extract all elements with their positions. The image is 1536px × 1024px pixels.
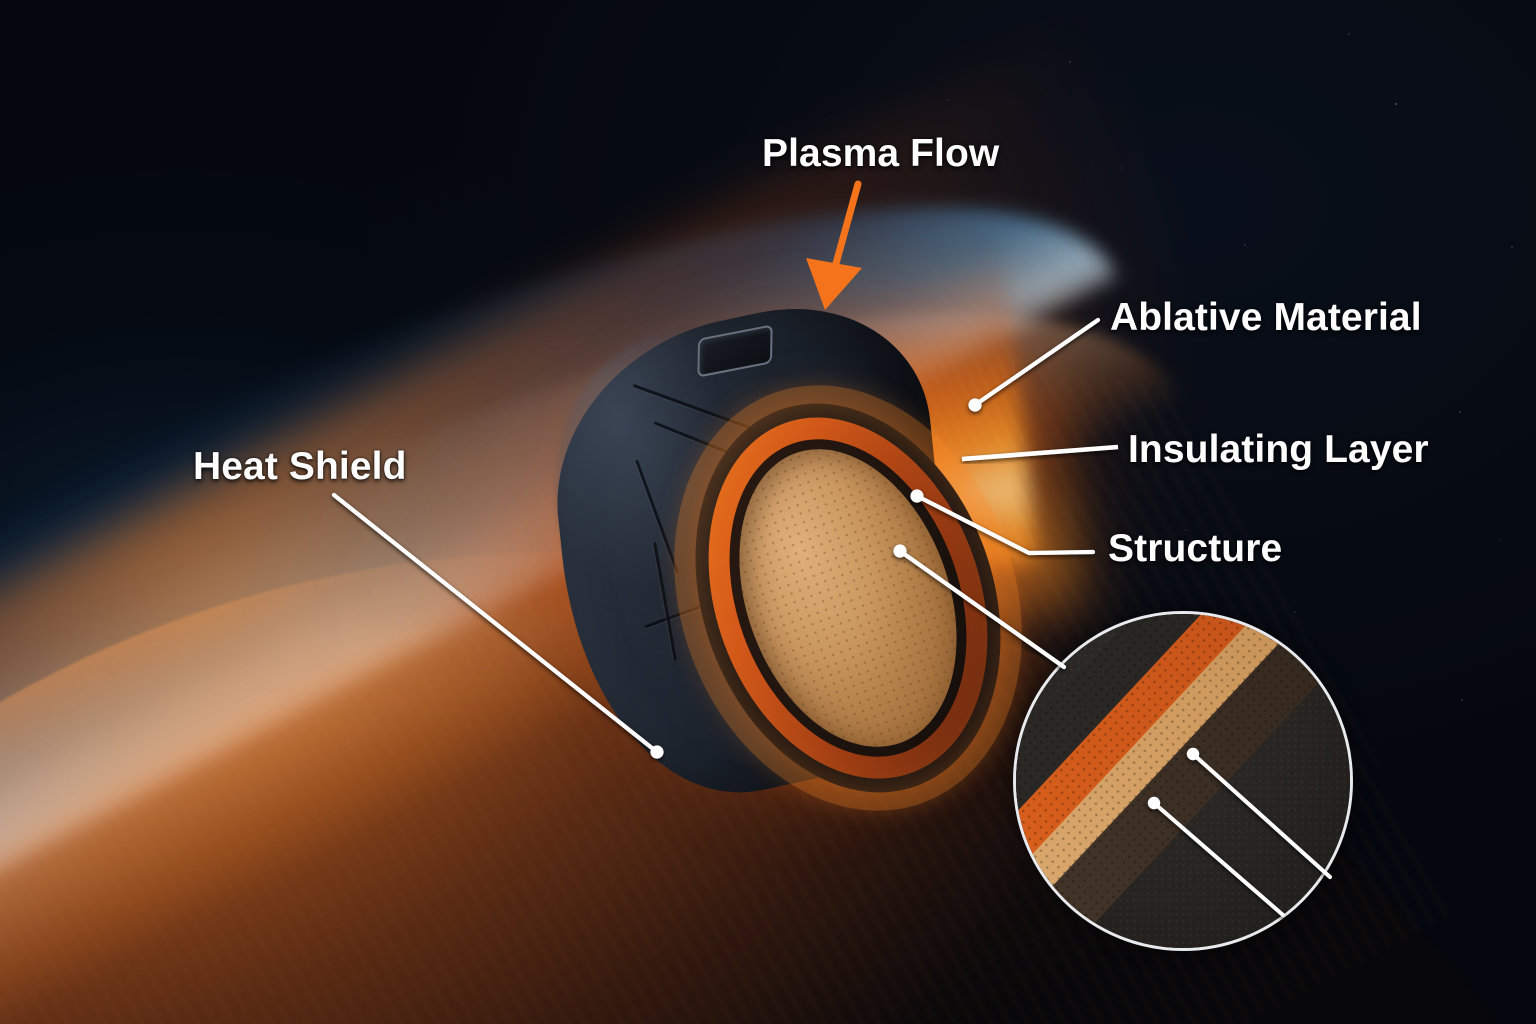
- leader-heat-shield: [331, 492, 664, 759]
- label-ablative-material: Ablative Material: [1110, 296, 1422, 339]
- label-insulating-layer: Insulating Layer: [1128, 428, 1429, 471]
- leader-structure: [910, 489, 1096, 556]
- leader-structure-to-inset: [893, 544, 1067, 670]
- plasma-flow-arrow: [806, 180, 862, 310]
- leader-insulating-layer: [961, 444, 1119, 462]
- label-plasma-flow: Plasma Flow: [762, 132, 1000, 175]
- reentry-capsule: [485, 250, 1085, 870]
- label-heat-shield: Heat Shield: [193, 445, 407, 488]
- detail-inset-circle: [1013, 611, 1353, 951]
- leader-ablative-material: [968, 317, 1101, 412]
- detail-callout-lines: [1147, 747, 1332, 917]
- label-structure: Structure: [1108, 527, 1283, 570]
